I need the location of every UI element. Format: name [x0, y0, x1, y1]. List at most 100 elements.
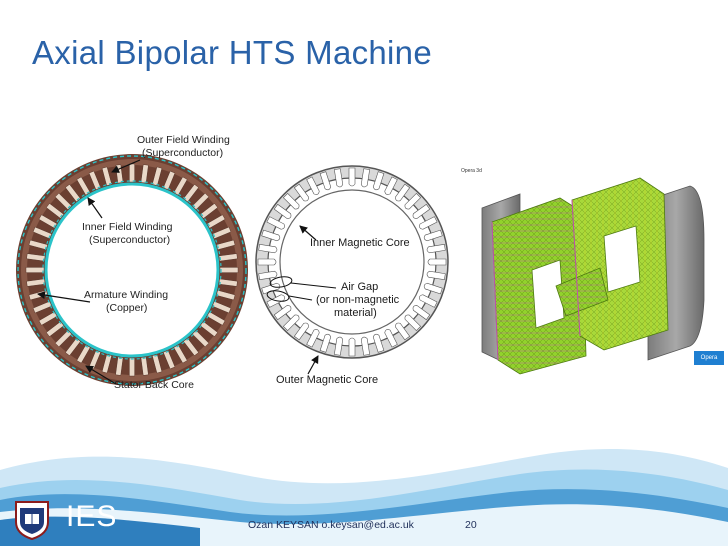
armature-slot: [183, 184, 199, 203]
armature-slot: [54, 330, 72, 348]
armature-slot: [163, 350, 176, 370]
armature-slot: [26, 253, 46, 262]
right-3d-model: Opera 3d: [458, 160, 728, 382]
armature-slot: [216, 290, 236, 301]
core-slot: [319, 171, 332, 191]
armature-slot: [76, 176, 91, 196]
page-number: 20: [465, 519, 477, 531]
core-slot: [404, 314, 422, 332]
armature-slot: [129, 163, 135, 183]
core-slots: [257, 167, 447, 357]
slide-title: Axial Bipolar HTS Machine: [32, 34, 432, 71]
core-slot: [306, 329, 320, 348]
armature-slot: [101, 166, 112, 186]
armature-slot: [219, 267, 239, 273]
core-slot: [333, 336, 344, 356]
armature-slot: [54, 192, 72, 210]
core-slot: [282, 192, 300, 210]
core-slot: [412, 203, 431, 219]
core-slot: [258, 270, 278, 281]
armature-slot: [199, 203, 218, 219]
armature-slot: [206, 311, 226, 326]
core-slot: [266, 216, 285, 230]
svg-text:Opera 3d: Opera 3d: [461, 168, 482, 174]
armature-slot: [173, 344, 188, 364]
armature-slot: [199, 321, 218, 337]
middle-core-ring: [255, 165, 449, 359]
left-labels: Outer Field Winding (Superconductor) Inn…: [37, 134, 230, 391]
armature-slot: [65, 337, 81, 356]
armature-slot: [76, 344, 91, 364]
core-slot: [273, 305, 292, 321]
core-slot: [257, 258, 277, 266]
armature-slot: [216, 239, 236, 250]
armature-slots: [25, 163, 239, 377]
label-inner-field-1: Inner Field Winding: [82, 221, 173, 233]
inner-magnetic-core: [279, 189, 425, 335]
core-slot: [261, 229, 281, 242]
armature-slot: [218, 253, 238, 262]
core-slot: [404, 192, 422, 210]
armature-slot: [46, 321, 65, 337]
core-slot: [412, 305, 431, 321]
armature-slot: [26, 278, 46, 287]
armature-slot: [183, 337, 199, 356]
core-slot: [360, 336, 371, 356]
label-armature-1: Armature Winding: [84, 289, 168, 301]
armature-slot: [32, 226, 52, 239]
middle-labels: Inner Magnetic Core Air Gap (or non-magn…: [276, 225, 410, 386]
core-slot: [384, 176, 398, 195]
core-slot: [282, 314, 300, 332]
university-crest: [15, 501, 49, 540]
armature-slot: [163, 170, 176, 190]
label-air-gap-1: Air Gap: [341, 281, 378, 293]
core-slot: [384, 329, 398, 348]
armature-slot: [115, 356, 124, 376]
armature-slot: [192, 192, 210, 210]
label-inner-field-2: (Superconductor): [89, 234, 170, 246]
core-slot: [423, 282, 443, 295]
core-slot: [360, 168, 371, 188]
core-slot: [427, 258, 447, 266]
armature-slot: [212, 301, 232, 314]
core-slot: [261, 282, 281, 295]
core-slot: [419, 216, 438, 230]
core-slot: [423, 229, 443, 242]
core-slot: [348, 167, 356, 187]
armature-slot: [152, 354, 163, 374]
core-slot: [395, 183, 411, 202]
core-slot: [348, 337, 356, 357]
label-air-gap-2: (or non-magnetic: [316, 294, 400, 306]
armature-slot: [38, 214, 58, 229]
armature-slot: [65, 184, 81, 203]
armature-slot: [152, 166, 163, 186]
armature-slot: [206, 214, 226, 229]
armature-slot: [173, 176, 188, 196]
core-slot: [258, 243, 278, 254]
inner-bore: [44, 182, 220, 358]
armature-slot: [88, 170, 101, 190]
armature-slot: [140, 164, 149, 184]
core-slot: [395, 322, 411, 341]
core-slot: [306, 176, 320, 195]
armature-slot: [28, 239, 48, 250]
armature-slot: [101, 354, 112, 374]
label-armature-2: (Copper): [106, 302, 147, 314]
label-outer-field-1: Outer Field Winding: [137, 134, 230, 146]
ies-logo-text: IES: [66, 500, 118, 533]
armature-slot: [218, 278, 238, 287]
armature-slot: [140, 356, 149, 376]
core-slot: [419, 294, 438, 308]
label-outer-field-2: (Superconductor): [142, 147, 223, 159]
core-slot: [372, 171, 385, 191]
core-slot: [293, 322, 309, 341]
core-slot: [372, 333, 385, 353]
label-air-gap-3: material): [334, 307, 377, 319]
label-outer-core: Outer Magnetic Core: [276, 374, 378, 386]
armature-slot: [212, 226, 232, 239]
opera-badge: Opera: [694, 351, 724, 365]
left-cross-section: [16, 154, 248, 386]
armature-slot: [46, 203, 65, 219]
core-slot: [426, 270, 446, 281]
